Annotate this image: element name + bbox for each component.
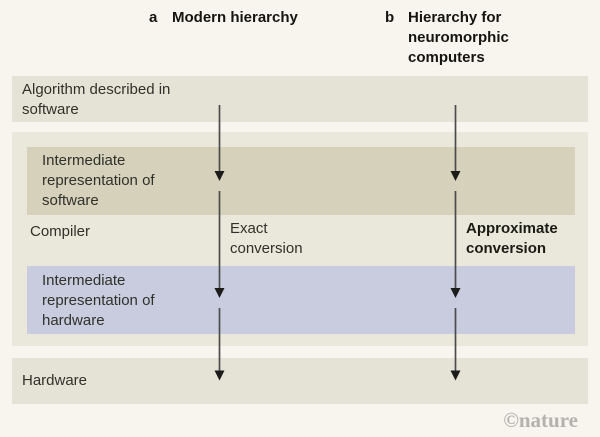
panel-a-marker: a [149, 9, 158, 26]
panel-b-title: Hierarchy for neuromorphic computers [408, 9, 509, 66]
panel-a-title: Modern hierarchy [172, 9, 298, 26]
layer-band-hardware [12, 358, 588, 404]
layer-band-algorithm [12, 76, 588, 122]
layer-label-ir-hardware: Intermediate representation of hardware [42, 272, 155, 329]
panel-a-header: a Modern hierarchy [149, 8, 298, 28]
layer-label-ir-software: Intermediate representation of software [42, 152, 155, 209]
nature-watermark: ©nature [503, 408, 578, 432]
layer-label-hardware: Hardware [22, 372, 88, 389]
annotation-exact-conversion: Exact conversion [230, 220, 303, 257]
layer-label-algorithm: Algorithm described in software [22, 81, 171, 118]
panel-b-marker: b [385, 9, 395, 26]
layer-band-ir-software [27, 147, 575, 215]
layer-label-compiler: Compiler [30, 223, 91, 240]
panel-b-header: b Hierarchy for neuromorphic computers [385, 8, 520, 68]
annotation-approximate-conversion: Approximate conversion [466, 220, 558, 257]
layer-band-ir-hardware [27, 266, 575, 334]
